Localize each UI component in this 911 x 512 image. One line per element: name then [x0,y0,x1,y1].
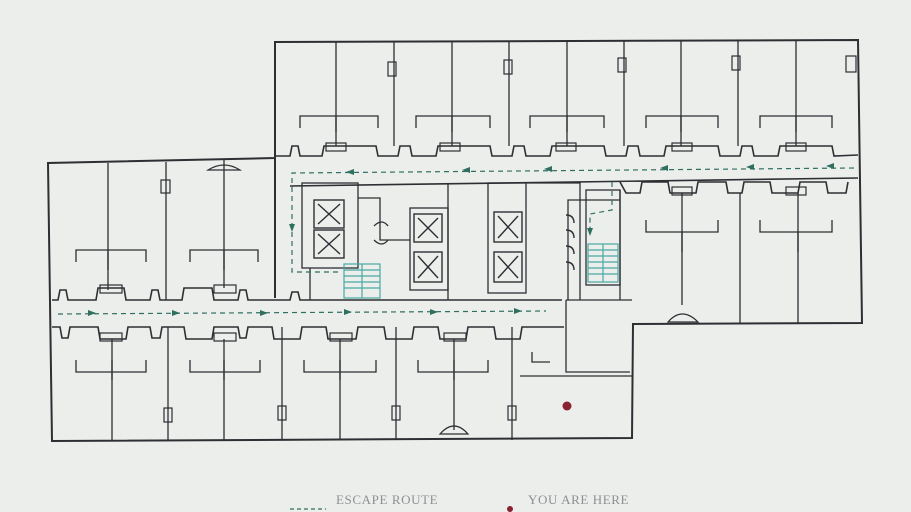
escape-arrow-icon [88,163,834,316]
elevator-icon [313,199,575,283]
exterior-walls [46,38,864,443]
you-are-here-marker-icon [562,401,572,411]
legend-you-are-here-label: YOU ARE HERE [528,492,630,507]
stair-icon [343,243,619,299]
legend-here-swatch [507,506,513,512]
legend-escape-route-label: ESCAPE ROUTE [336,492,439,507]
room-partitions [75,41,833,440]
escape-route [57,167,855,315]
door-swing-icon [99,55,857,435]
